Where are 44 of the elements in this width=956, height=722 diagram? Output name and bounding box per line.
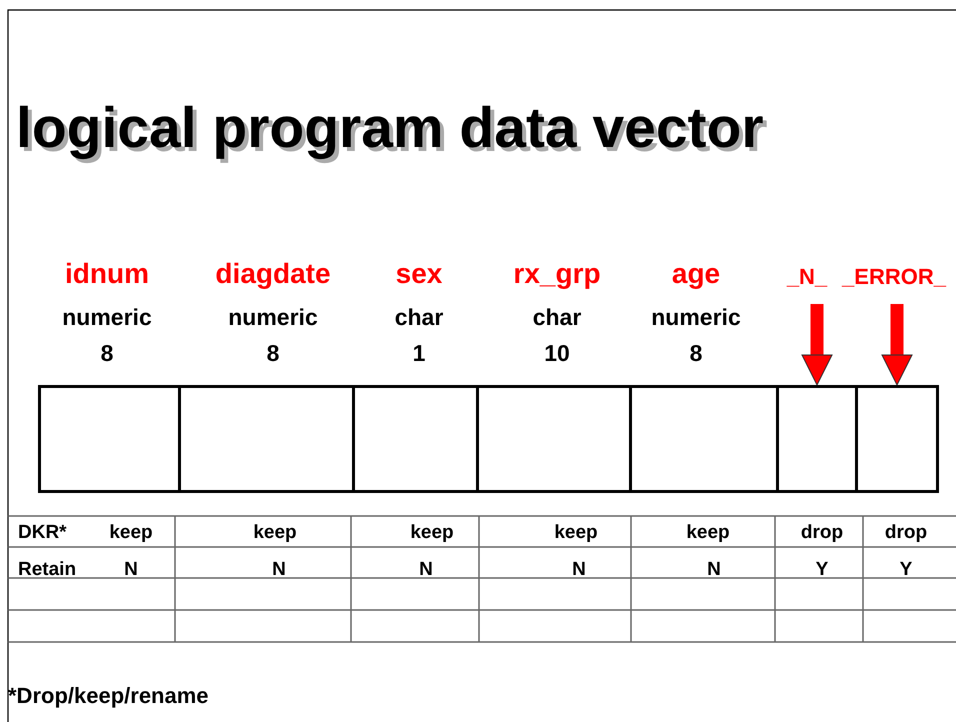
table-text: drop bbox=[884, 523, 928, 542]
table-text: N bbox=[272, 560, 286, 579]
length-value: 8 bbox=[100, 342, 114, 365]
table-text: Y bbox=[816, 560, 828, 579]
column-name: idnum bbox=[65, 260, 149, 288]
data-type: numeric bbox=[62, 306, 152, 329]
table-text: keep bbox=[554, 523, 598, 542]
length-value: 8 bbox=[266, 342, 280, 365]
vector-cell bbox=[178, 385, 355, 493]
column-name: rx_grp bbox=[513, 260, 601, 288]
data-type: numeric bbox=[228, 306, 318, 329]
data-type: char bbox=[394, 306, 444, 329]
vector-cell bbox=[38, 385, 181, 493]
table-text: Retain bbox=[18, 560, 76, 579]
vector-cell bbox=[352, 385, 479, 493]
vector-cell bbox=[476, 385, 632, 493]
variable-name: _N_ bbox=[786, 266, 828, 288]
table-text: DKR* bbox=[18, 523, 67, 542]
footnote: *Drop/keep/rename bbox=[8, 685, 209, 707]
table-text: N bbox=[419, 560, 433, 579]
length-value: 8 bbox=[690, 342, 702, 365]
table-text: keep bbox=[410, 523, 454, 542]
table-text: keep bbox=[253, 523, 297, 542]
table-text: Y bbox=[900, 560, 912, 579]
title: logical program data vector bbox=[16, 100, 764, 157]
table-text: drop bbox=[800, 523, 844, 542]
table-text: keep bbox=[109, 523, 153, 542]
vector-cell bbox=[629, 385, 779, 493]
vector-cell bbox=[776, 385, 858, 493]
table-text: keep bbox=[686, 523, 730, 542]
column-name: diagdate bbox=[215, 260, 331, 288]
length-value: 1 bbox=[412, 342, 426, 365]
data-type: numeric bbox=[651, 306, 741, 329]
arrow bbox=[882, 304, 912, 386]
data-type: char bbox=[532, 306, 582, 329]
table-text: N bbox=[124, 560, 138, 579]
column-name: age bbox=[672, 260, 720, 288]
table-text: N bbox=[572, 560, 586, 579]
length-value: 10 bbox=[544, 342, 570, 365]
table-text: N bbox=[707, 560, 721, 579]
column-name: sex bbox=[396, 260, 442, 288]
variable-name: _ERROR_ bbox=[842, 266, 946, 288]
vector-cell bbox=[855, 385, 939, 493]
arrow bbox=[802, 304, 832, 386]
